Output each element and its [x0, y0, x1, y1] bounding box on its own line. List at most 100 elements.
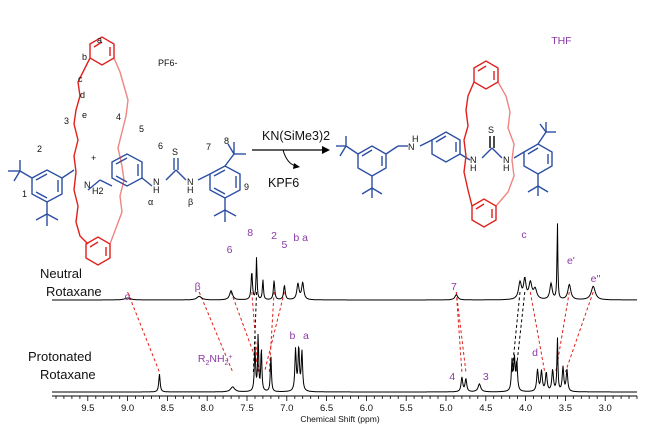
label-ammonium-n: N: [84, 180, 91, 190]
axle-ammonium-chain: [87, 179, 113, 191]
peak-label-1-2: R2NH2+: [198, 353, 233, 367]
x-tick-label-13: 3.0: [599, 403, 612, 414]
label-2: 2: [37, 144, 42, 154]
correlation-line-1: [198, 291, 234, 373]
x-tick-label-4: 7.5: [240, 403, 253, 414]
label-plus: +: [91, 153, 96, 163]
x-ticks: [55, 396, 638, 401]
label-3: 3: [64, 116, 69, 126]
neutral-thiourea-h2: H: [503, 163, 510, 173]
peak-label-1-3: 4: [449, 371, 455, 383]
neutral-crown-back: [495, 81, 515, 207]
reaction-arrow: KN(SiMe3)2 KPF6: [252, 129, 330, 190]
label-thiourea-n1: N: [153, 177, 160, 187]
correlation-line-4: [268, 291, 275, 373]
label-thiourea-h2: H: [187, 185, 194, 195]
neutral-crown-front: [463, 60, 499, 228]
x-tick-label-6: 6.5: [320, 403, 333, 414]
correlation-line-10: [515, 291, 526, 373]
x-tick-label-12: 3.5: [559, 403, 572, 414]
peak-label-0-12: e'': [591, 273, 601, 285]
correlation-line-6: [252, 291, 258, 373]
label-thiourea-s: S: [172, 147, 178, 157]
label-c: c: [78, 74, 83, 84]
neutral-axle: [336, 122, 556, 198]
label-alpha: α: [148, 197, 153, 207]
left-structure-labels: a b c d e 3 2 1 4 5 6 7 8 9 + N H2 N H N…: [22, 35, 249, 207]
label-b: b: [82, 52, 87, 62]
x-tick-label-3: 8.0: [201, 403, 214, 414]
label-6: 6: [158, 141, 163, 151]
axle-left-aryl: [8, 160, 75, 226]
series-label-protonated-line1: Protonated: [28, 349, 92, 364]
peak-label-0-2: 6: [227, 244, 233, 256]
protonated-rotaxane-structure: [8, 36, 246, 266]
neutral-thione: [489, 136, 495, 148]
peak-label-0-8: 7: [451, 281, 457, 293]
peak-label-0-10: THF: [551, 35, 571, 47]
label-thiourea-n2: N: [187, 177, 194, 187]
reaction-scheme: a b c d e 3 2 1 4 5 6 7 8 9 + N H2 N H N…: [8, 35, 556, 266]
correlation-line-7: [455, 291, 463, 373]
correlation-line-5: [264, 291, 285, 373]
x-tick-label-8: 5.5: [400, 403, 413, 414]
spectrum-protonated-trace: [52, 333, 637, 393]
label-8: 8: [224, 136, 229, 146]
series-label-neutral-line2: Rotaxane: [46, 284, 102, 299]
correlation-line-9: [511, 291, 521, 373]
axle-right-aryl: [209, 142, 246, 222]
label-beta: β: [188, 197, 193, 207]
x-tick-label-1: 9.0: [121, 403, 134, 414]
label-a: a: [97, 35, 102, 45]
peak-label-1-5: d: [532, 347, 538, 359]
neutral-thiourea-n2: N: [503, 155, 510, 165]
label-thiourea-h1: H: [153, 185, 160, 195]
neutral-amine-h: H: [412, 134, 419, 144]
x-tick-label-2: 8.5: [161, 403, 174, 414]
byproduct-label: KPF6: [268, 176, 299, 190]
correlation-line-0: [127, 291, 160, 373]
crown-ether-front: [73, 36, 115, 266]
peak-label-1-0: b: [289, 330, 295, 342]
label-9: 9: [244, 182, 249, 192]
peak-label-1-1: a: [303, 330, 309, 342]
neutral-rotaxane-structure: N H N H N H S: [336, 60, 556, 228]
peak-label-0-11: e': [567, 255, 575, 267]
peak-label-0-3: 8: [247, 227, 253, 239]
x-tick-label-11: 4.0: [519, 403, 532, 414]
peak-label-0-5: 5: [281, 239, 287, 251]
label-7: 7: [206, 142, 211, 152]
neutral-thiourea-h1: H: [470, 163, 477, 173]
x-tick-label-7: 6.0: [360, 403, 373, 414]
label-1: 1: [22, 189, 27, 199]
label-e: e: [82, 110, 87, 120]
correlation-line-13: [564, 291, 594, 373]
peak-label-1-4: 3: [483, 371, 489, 383]
x-tick-label-9: 5.0: [439, 403, 452, 414]
x-axis-title: Chemical Shift (ppm): [300, 414, 380, 424]
x-tick-label-10: 4.5: [479, 403, 492, 414]
peak-label-0-6: b: [293, 232, 299, 244]
neutral-thione-s: S: [488, 125, 494, 135]
neutral-amine-n: N: [408, 142, 415, 152]
axle-central-phenylene: [111, 153, 211, 187]
label-d: d: [80, 90, 85, 100]
neutral-thiourea-n1: N: [470, 155, 477, 165]
correlation-line-11: [529, 291, 546, 373]
peak-label-0-9: c: [521, 229, 526, 241]
label-4: 4: [116, 112, 121, 122]
label-ammonium-h2: H2: [92, 186, 104, 196]
crown-ether-back: [109, 57, 129, 245]
correlation-line-8: [455, 291, 467, 373]
peak-label-0-1: β: [195, 281, 201, 293]
peak-label-0-7: a: [302, 232, 308, 244]
peak-label-0-4: 2: [271, 230, 277, 242]
series-label-neutral-line1: Neutral: [40, 266, 82, 281]
spectrum-neutral-trace: [52, 223, 637, 301]
reagent-label: KN(SiMe3)2: [262, 129, 330, 143]
